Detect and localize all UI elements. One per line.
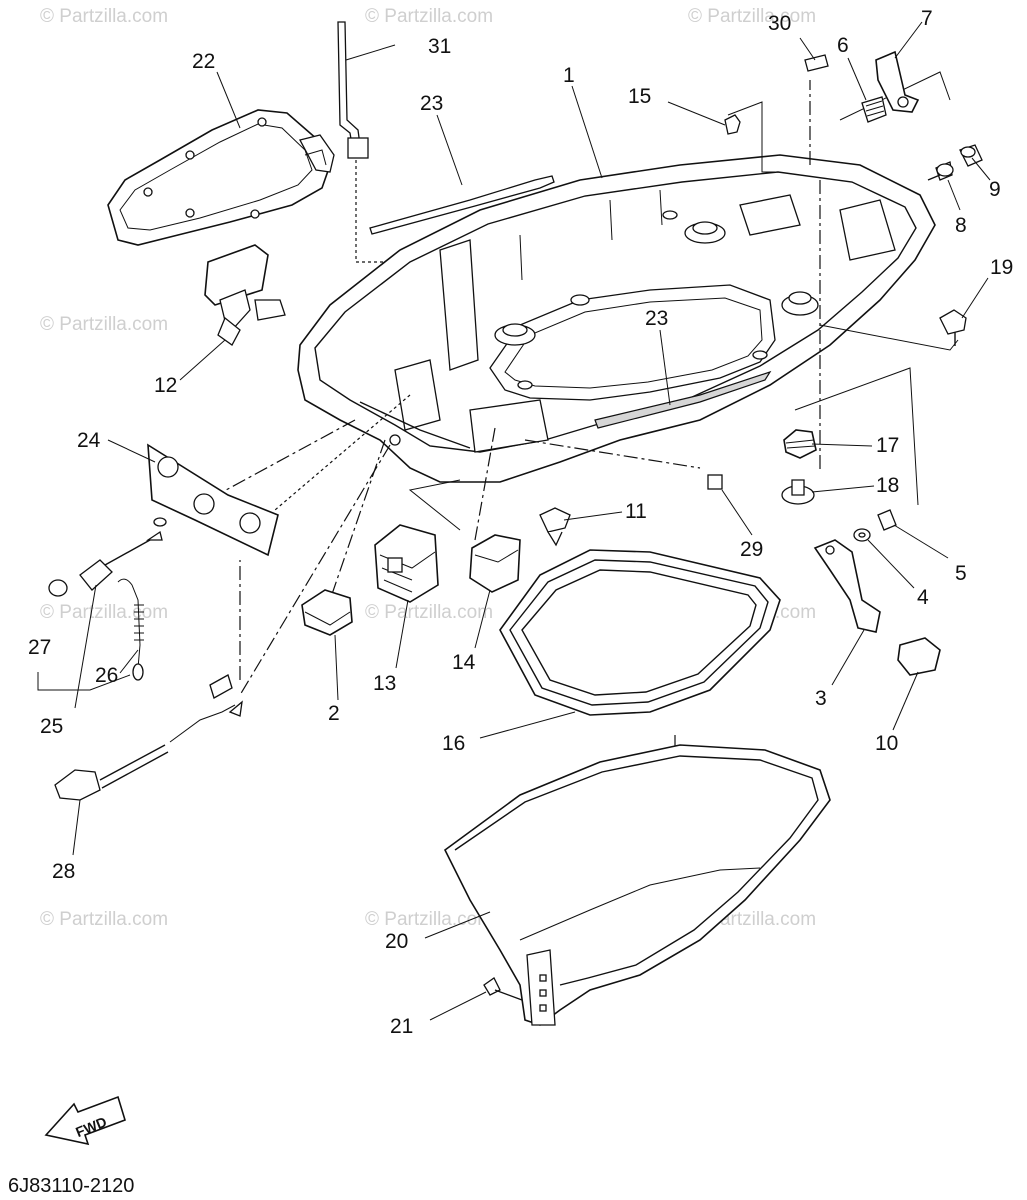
part-16-drawing	[499, 549, 781, 716]
part-label-31: 31	[428, 35, 451, 58]
part-label-22: 22	[192, 50, 215, 73]
label-leaders	[72, 21, 991, 1021]
right-side-parts-drawing	[724, 50, 983, 676]
part-label-30: 30	[768, 12, 791, 35]
part-label-2: 2	[328, 702, 340, 725]
part-label-25: 25	[40, 715, 63, 738]
part-12-drawing	[204, 244, 286, 346]
part-24-drawing	[147, 443, 279, 557]
part-label-11: 11	[625, 500, 647, 523]
watermark: © Partzilla.com	[40, 602, 168, 623]
part-label-17: 17	[876, 434, 899, 457]
part-31-drawing	[337, 21, 400, 263]
part-label-18: 18	[876, 474, 899, 497]
parts-25-28-drawing	[48, 517, 243, 801]
part-22-drawing	[107, 109, 335, 246]
part-label-29: 29	[740, 538, 763, 561]
parts-11-29-drawing	[539, 474, 723, 547]
part-label-5: 5	[955, 562, 967, 585]
watermark: © Partzilla.com	[40, 6, 168, 27]
part-1-bottom-cowling	[297, 154, 936, 483]
part-label-23-mid: 23	[645, 307, 668, 330]
part-label-14: 14	[452, 651, 476, 674]
part-label-9: 9	[989, 178, 1001, 201]
part-label-28: 28	[52, 860, 75, 883]
part-23-strip-drawing	[369, 175, 555, 235]
part-number-labels: 1 2 3 4 5 6 7 8 9 10 11 12 13 14 15 16 1…	[28, 7, 1013, 1038]
watermark: © Partzilla.com	[365, 909, 493, 930]
drawing-number: 6J83110-2120	[8, 1175, 134, 1197]
part-label-10: 10	[875, 732, 898, 755]
fwd-arrow: FWD	[44, 1095, 126, 1146]
watermark: © Partzilla.com	[365, 6, 493, 27]
part-20-drawing	[443, 744, 831, 1026]
watermark: © Partzilla.com	[365, 602, 493, 623]
part-label-13: 13	[373, 672, 396, 695]
part-label-23-top: 23	[420, 92, 443, 115]
part-label-27: 27	[28, 636, 51, 659]
part-label-26: 26	[95, 664, 118, 687]
part-label-20: 20	[385, 930, 408, 953]
part-label-15: 15	[628, 85, 651, 108]
parts-2-13-14-drawing	[301, 524, 521, 636]
part-label-12: 12	[154, 374, 177, 397]
part-label-1: 1	[563, 64, 575, 87]
part-label-6: 6	[837, 34, 849, 57]
part-label-21: 21	[390, 1015, 413, 1038]
watermark: © Partzilla.com	[40, 909, 168, 930]
watermark: © Partzilla.com	[40, 314, 168, 335]
part-label-19: 19	[990, 256, 1013, 279]
part-label-24: 24	[77, 429, 101, 452]
part-label-7: 7	[921, 7, 933, 30]
watermark: © Partzilla.com	[688, 6, 816, 27]
part-label-4: 4	[917, 586, 929, 609]
part-label-16: 16	[442, 732, 465, 755]
part-label-3: 3	[815, 687, 827, 710]
part-label-8: 8	[955, 214, 967, 237]
